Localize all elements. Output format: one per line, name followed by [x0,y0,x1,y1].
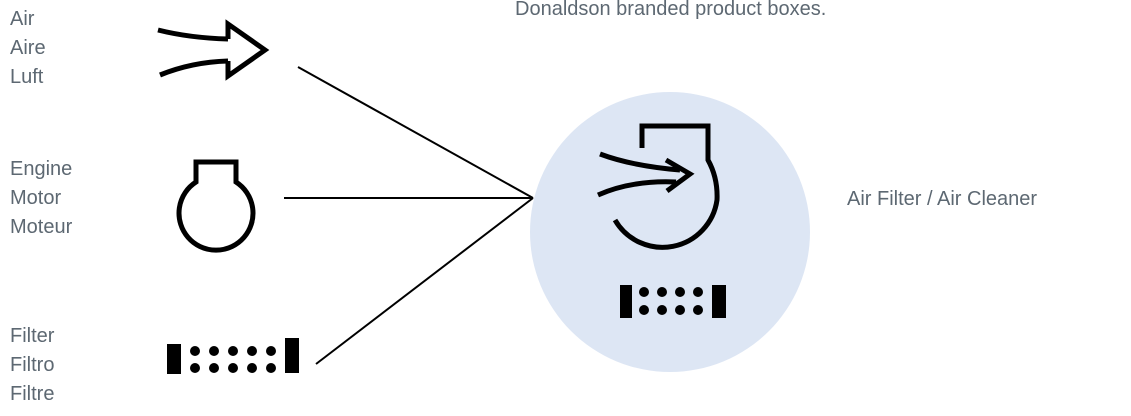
filter-media-icon [167,338,299,374]
filter-labels: Filter Filtro Filtre [10,322,54,409]
label-line: Moteur [10,216,73,238]
label-line: Luft [10,66,44,88]
result-circle [530,92,810,372]
engine-labels: Engine Motor Moteur [10,155,72,242]
label-line: Filtro [10,354,55,376]
label-line: Air [10,8,35,30]
label-line: Aire [10,37,46,59]
connector-lines [284,66,534,365]
label-line: Engine [10,158,73,180]
air-filter-icon [596,123,726,318]
result-label: Air Filter / Air Cleaner [847,188,1038,210]
connector-filter [315,197,534,365]
label-line: Filter [10,325,55,347]
air-arrow-icon [157,19,270,81]
connector-air [297,66,534,199]
engine-icon [176,159,256,253]
label-line: Filtre [10,383,55,405]
label-line: Motor [10,187,62,209]
caption-text: Donaldson branded product boxes. [515,0,827,20]
air-labels: Air Aire Luft [10,5,46,92]
